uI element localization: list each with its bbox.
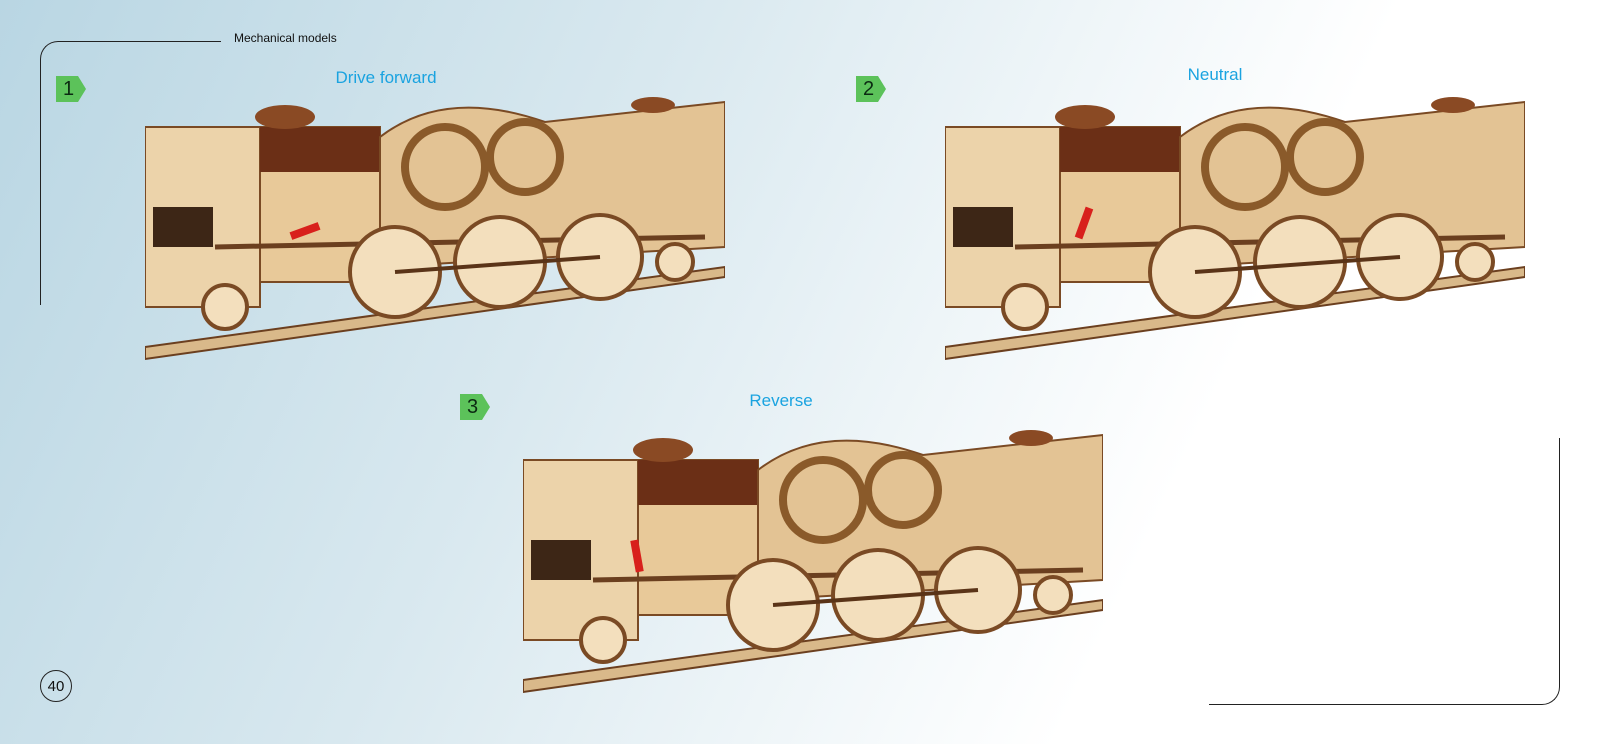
step-badge-1: 1 — [56, 76, 86, 102]
page-frame-bottom-right — [1209, 438, 1560, 705]
step-number: 3 — [460, 394, 485, 420]
step-number: 2 — [856, 76, 881, 102]
train-illustration-reverse — [523, 430, 1103, 700]
step-number: 1 — [56, 76, 81, 102]
step-caption-reverse: Reverse — [631, 391, 931, 411]
train-illustration-drive-forward — [145, 97, 725, 367]
page-number: 40 — [40, 670, 72, 702]
section-header: Mechanical models — [234, 31, 337, 45]
train-illustration-neutral — [945, 97, 1525, 367]
step-caption-drive-forward: Drive forward — [236, 68, 536, 88]
step-caption-neutral: Neutral — [1065, 65, 1365, 85]
step-badge-2: 2 — [856, 76, 886, 102]
step-badge-3: 3 — [460, 394, 490, 420]
